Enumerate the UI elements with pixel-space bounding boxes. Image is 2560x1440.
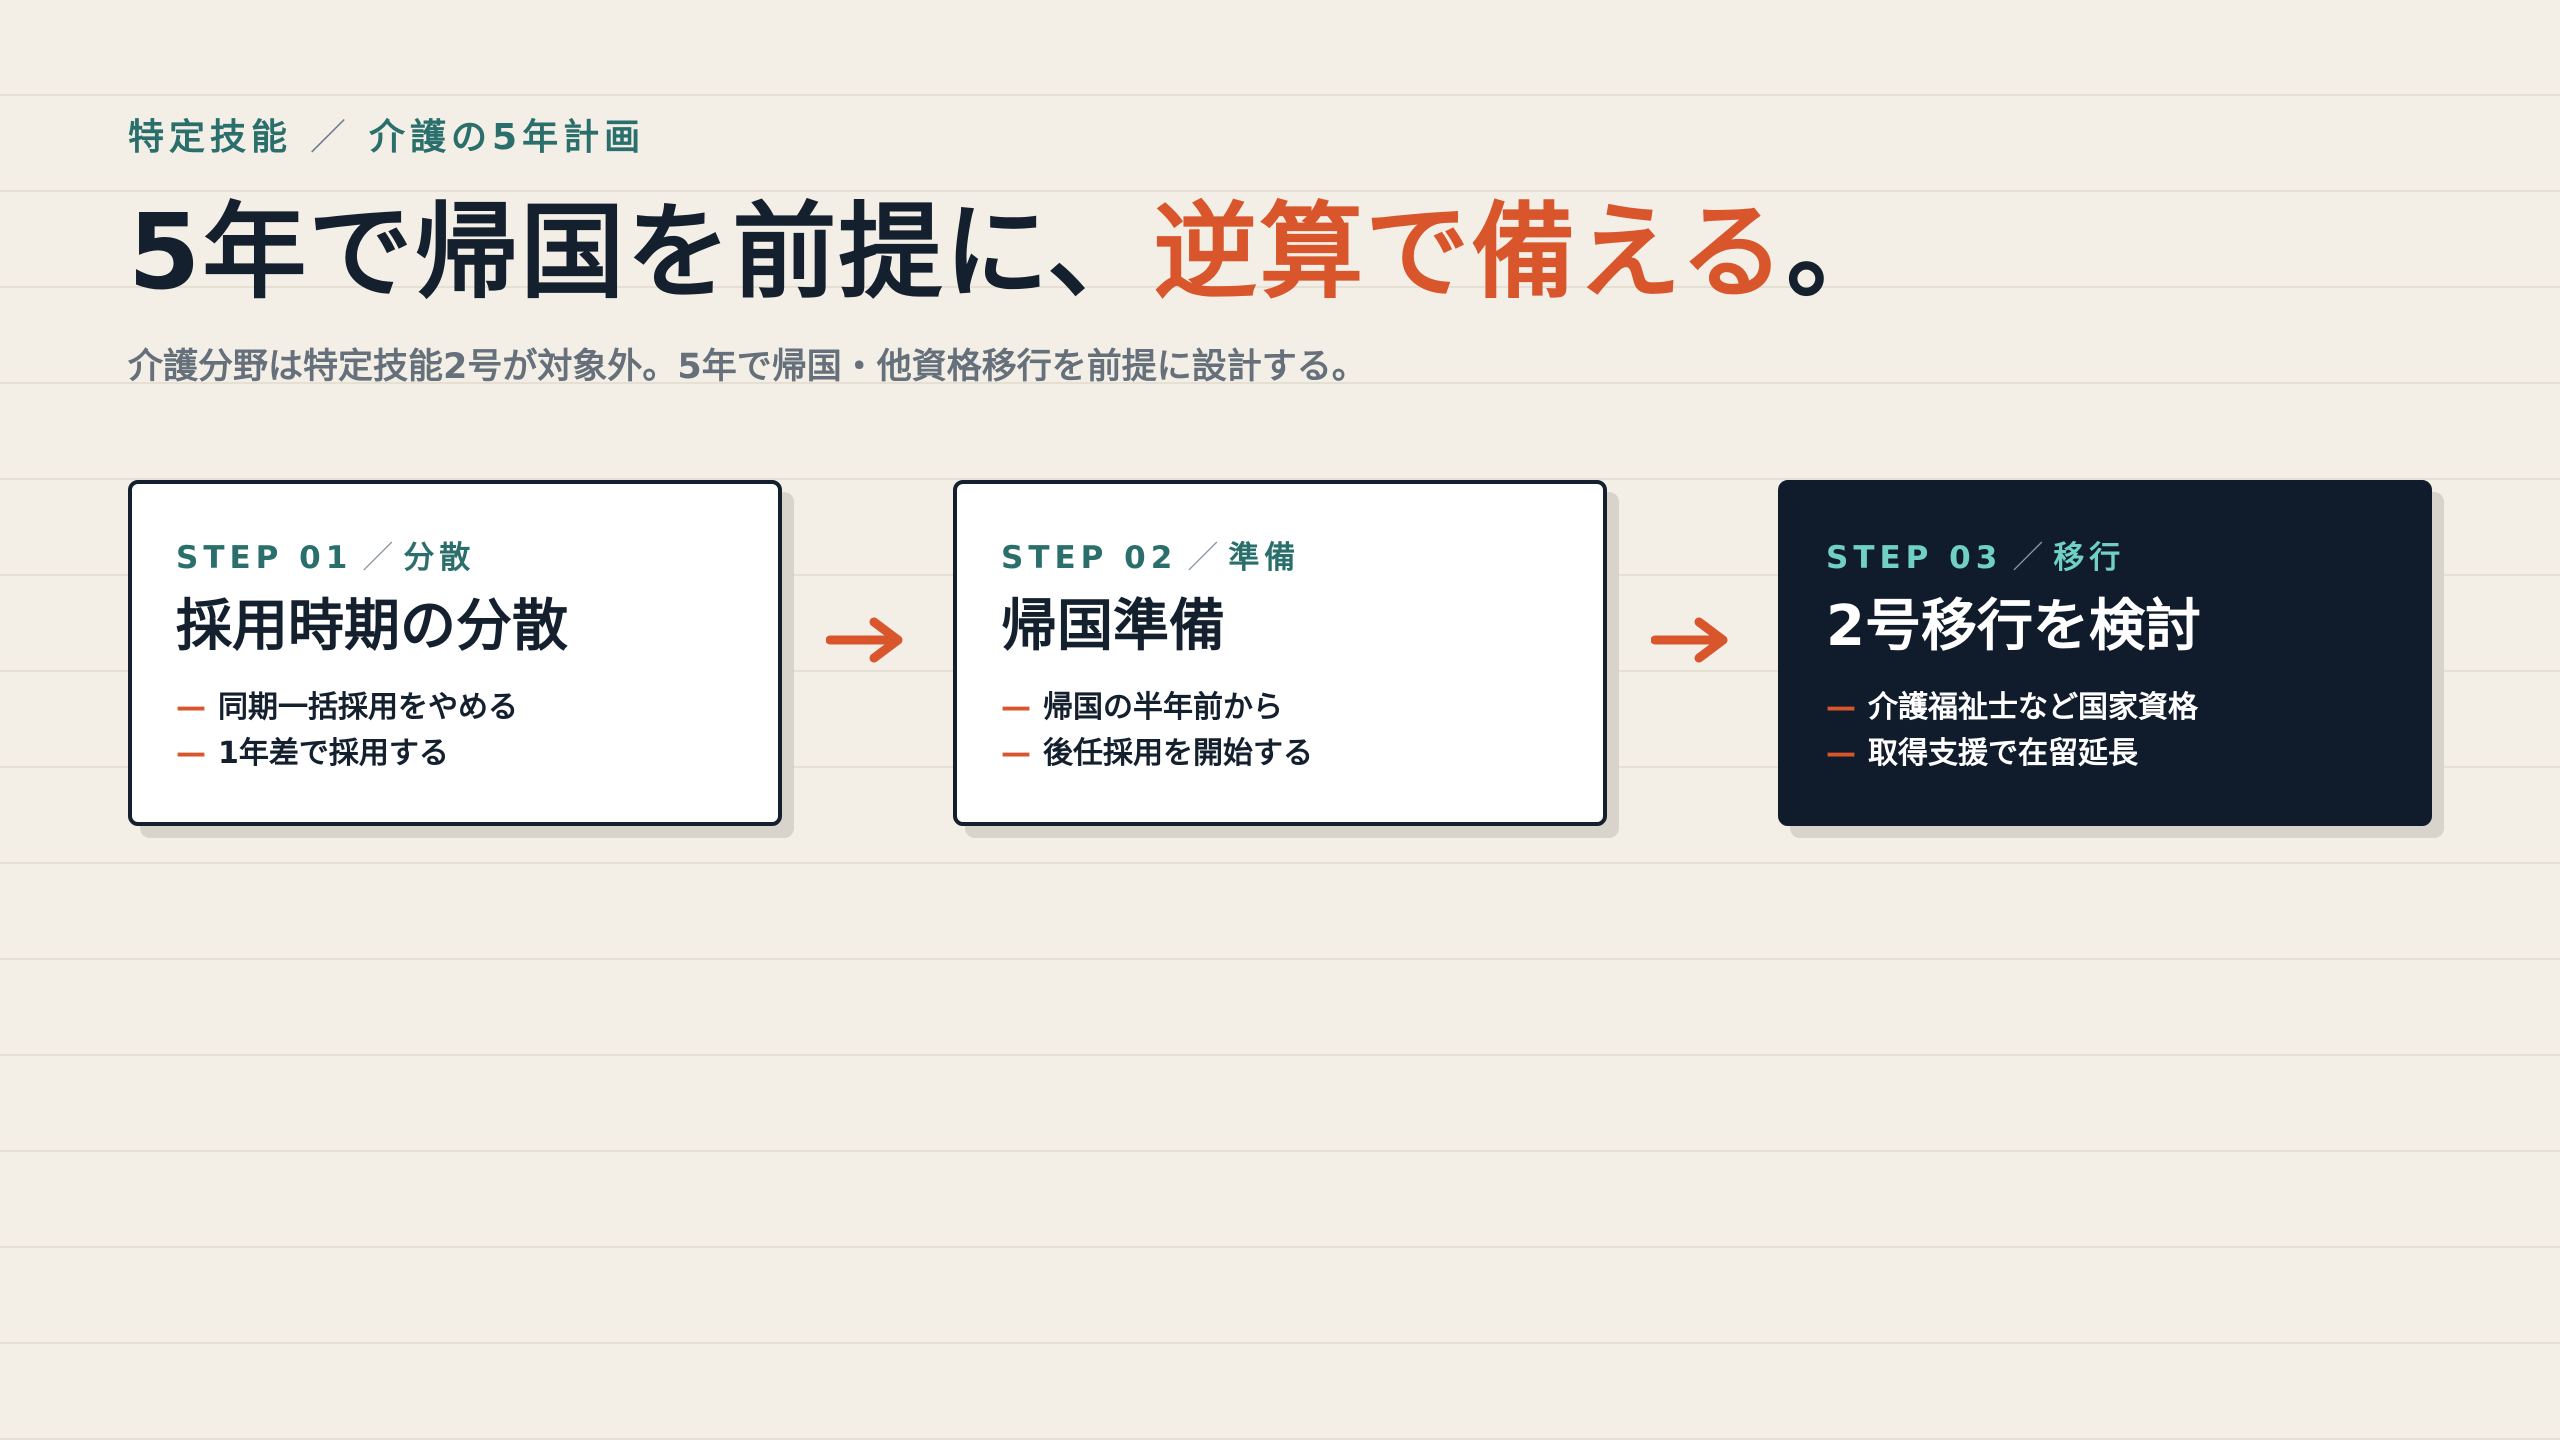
list-item: — 介護福祉士など国家資格 bbox=[1826, 685, 2428, 731]
step-number: STEP 01 bbox=[176, 540, 353, 576]
step-items: — 同期一括採用をやめる — 1年差で採用する bbox=[176, 685, 778, 777]
step-label: STEP 03／移行 bbox=[1826, 532, 2428, 577]
step-title: 2号移行を検討 bbox=[1826, 594, 2201, 659]
step-tag: 分散 bbox=[403, 540, 476, 576]
list-item: — 1年差で採用する bbox=[176, 731, 778, 777]
list-item-text: 取得支援で在留延長 bbox=[1868, 736, 2138, 771]
list-item-text: 後任採用を開始する bbox=[1043, 736, 1313, 771]
step-items: — 帰国の半年前から — 後任採用を開始する bbox=[1001, 685, 1603, 777]
page-title: 5年で帰国を前提に、逆算で備える。 bbox=[128, 190, 1892, 314]
subtitle: 介護分野は特定技能2号が対象外。5年で帰国・他資格移行を前提に設計する。 bbox=[128, 347, 1367, 387]
step-title: 帰国準備 bbox=[1001, 594, 1225, 659]
eyebrow: 特定技能 ／ 介護の5年計画 bbox=[128, 108, 645, 160]
bullet-dash: — bbox=[176, 690, 206, 725]
list-item: — 後任採用を開始する bbox=[1001, 731, 1603, 777]
list-item: — 取得支援で在留延長 bbox=[1826, 731, 2428, 777]
step-number: STEP 03 bbox=[1826, 540, 2003, 576]
step-separator: ／ bbox=[362, 540, 394, 576]
list-item-text: 同期一括採用をやめる bbox=[218, 690, 518, 725]
headline-main: 5年で帰国を前提に、 bbox=[128, 191, 1154, 313]
list-item: — 帰国の半年前から bbox=[1001, 685, 1603, 731]
bullet-dash: — bbox=[1001, 736, 1031, 771]
step-separator: ／ bbox=[1187, 540, 1219, 576]
step-items: — 介護福祉士など国家資格 — 取得支援で在留延長 bbox=[1826, 685, 2428, 777]
slide: 特定技能 ／ 介護の5年計画 5年で帰国を前提に、逆算で備える。 介護分野は特定技能… bbox=[128, 0, 2432, 1440]
eyebrow-left: 特定技能 bbox=[128, 117, 293, 158]
bullet-dash: — bbox=[176, 736, 206, 771]
step-card-03: STEP 03／移行 2号移行を検討 — 介護福祉士など国家資格 — 取得支援で在留… bbox=[1778, 480, 2432, 826]
step-flow: STEP 01／分散 採用時期の分散 —同期一括採用をやめる —1年差で採用する… bbox=[128, 480, 2432, 830]
step-label: STEP 02／準備 bbox=[1001, 532, 1603, 577]
eyebrow-separator: ／ bbox=[310, 117, 352, 158]
step-label: STEP 01／分散 bbox=[176, 532, 778, 577]
step-tag: 移行 bbox=[2053, 540, 2126, 576]
step-card-01: STEP 01／分散 採用時期の分散 — 同期一括採用をやめる — 1年差で採用する bbox=[128, 480, 782, 826]
arrow-right-icon bbox=[1651, 617, 1728, 663]
headline-accent: 逆算で備える bbox=[1153, 191, 1787, 313]
step-title: 採用時期の分散 bbox=[176, 594, 568, 659]
bullet-dash: — bbox=[1001, 690, 1031, 725]
step-separator: ／ bbox=[2012, 540, 2044, 576]
bullet-dash: — bbox=[1826, 690, 1856, 725]
list-item-text: 帰国の半年前から bbox=[1043, 690, 1283, 725]
bullet-dash: — bbox=[1826, 736, 1856, 771]
step-number: STEP 02 bbox=[1001, 540, 1178, 576]
headline-end: 。 bbox=[1786, 191, 1893, 313]
eyebrow-right: 介護の5年計画 bbox=[369, 117, 646, 158]
list-item-text: 介護福祉士など国家資格 bbox=[1868, 690, 2198, 725]
step-card-02: STEP 02／準備 帰国準備 — 帰国の半年前から — 後任採用を開始する bbox=[953, 480, 1607, 826]
step-tag: 準備 bbox=[1228, 540, 1301, 576]
list-item: — 同期一括採用をやめる bbox=[176, 685, 778, 731]
arrow-right-icon bbox=[826, 617, 903, 663]
list-item-text: 1年差で採用する bbox=[218, 736, 449, 771]
